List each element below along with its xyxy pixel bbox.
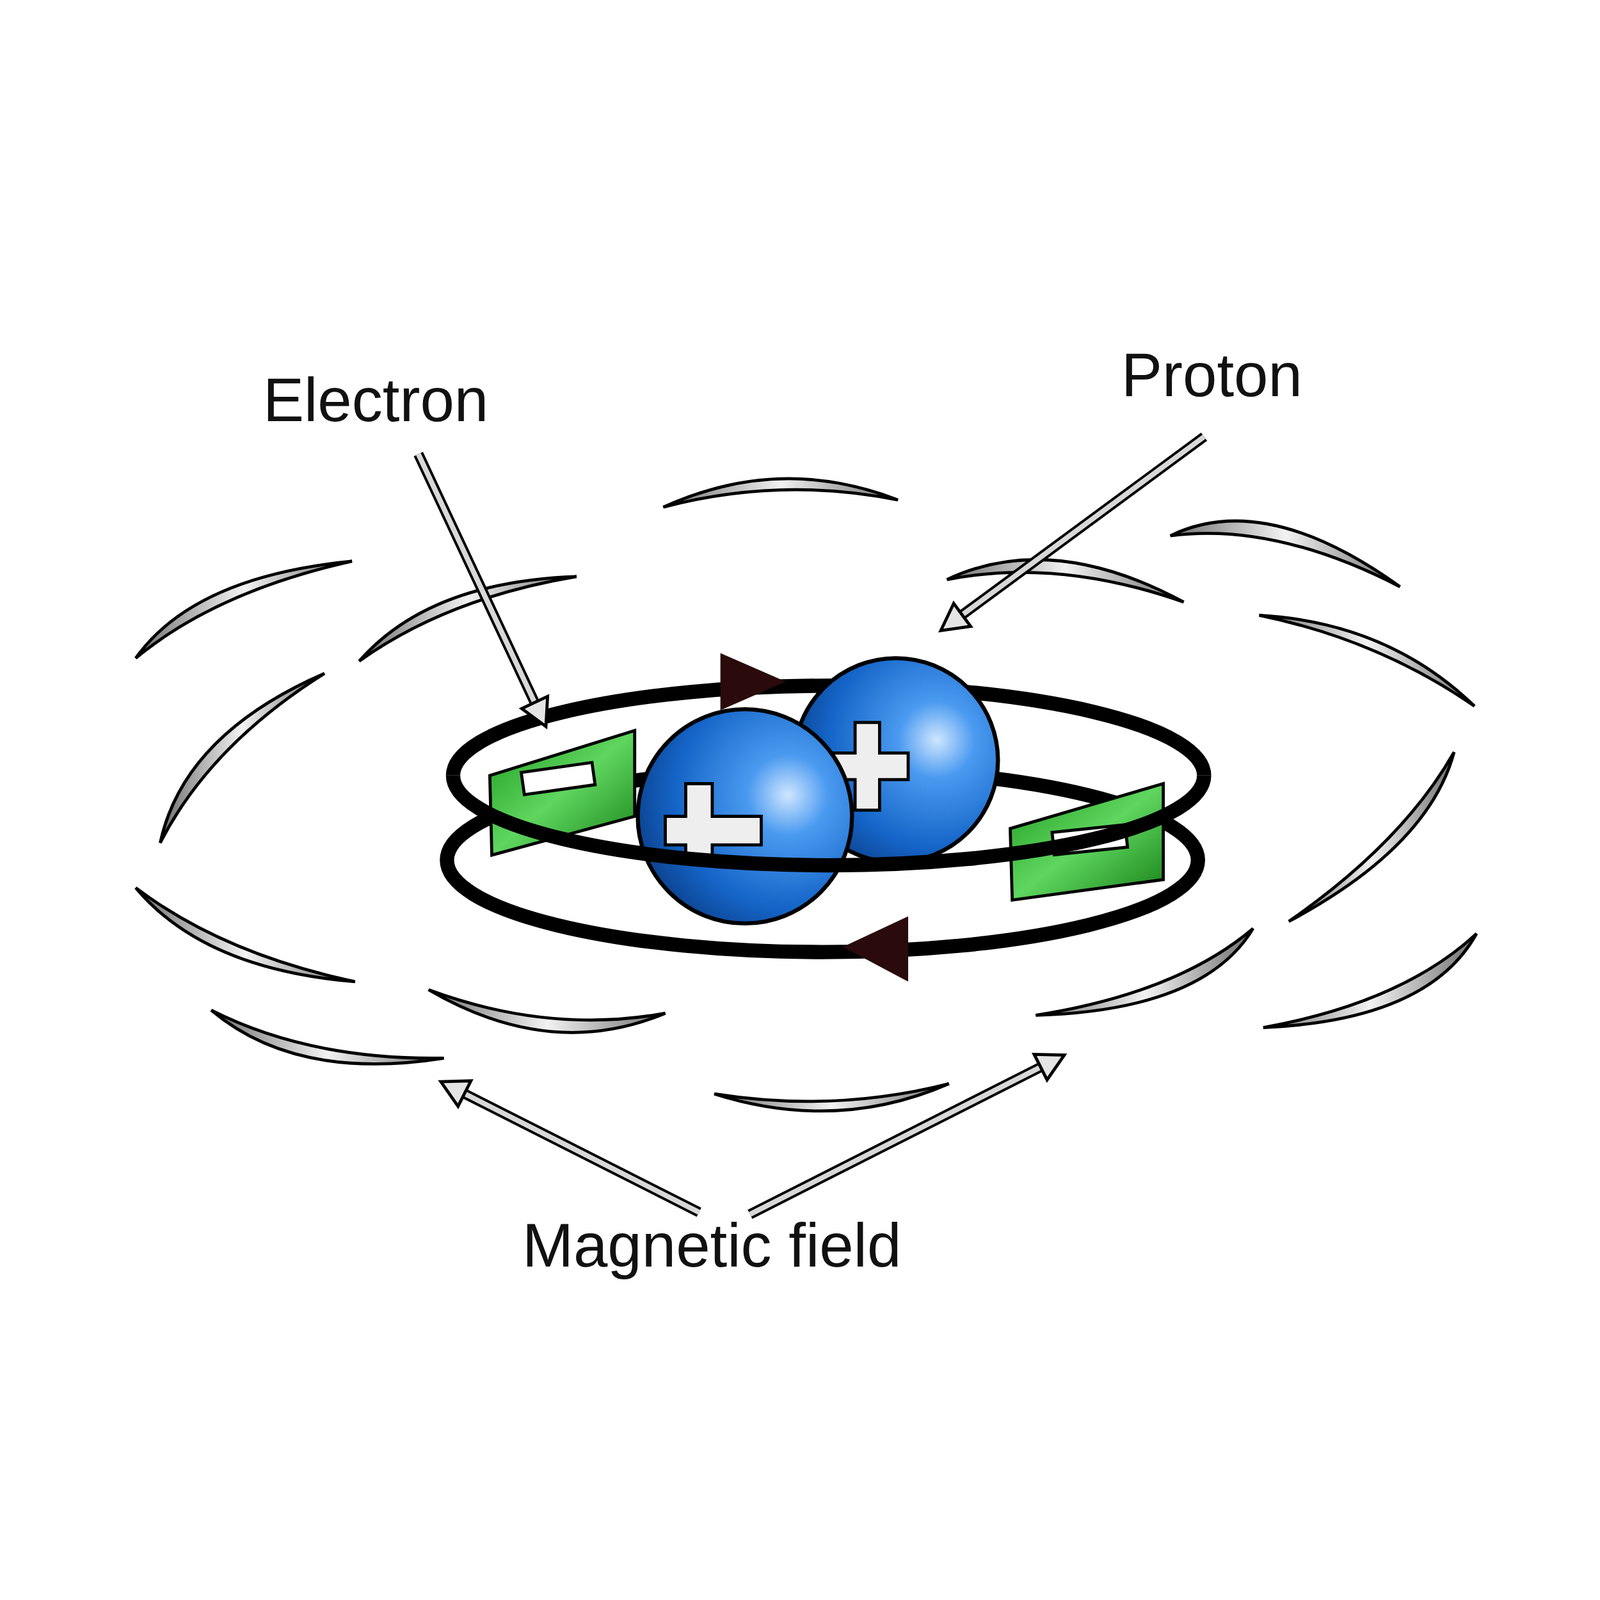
orbit-front	[446, 775, 1204, 953]
leader-arrow	[418, 454, 548, 728]
field-line	[663, 478, 898, 507]
magnetic-field-lines	[135, 478, 1477, 1112]
field-line	[160, 673, 325, 843]
leader-arrow	[750, 1054, 1065, 1215]
field-line	[1258, 615, 1474, 706]
field-line	[714, 1083, 950, 1112]
leader-arrow	[940, 436, 1204, 631]
part-label: Electron	[263, 366, 489, 434]
field-line	[211, 1009, 445, 1064]
field-line	[428, 990, 666, 1033]
orbit-arrowhead	[720, 652, 909, 982]
field-line	[1170, 520, 1401, 587]
field-line	[1035, 928, 1254, 1016]
field-line	[1288, 752, 1455, 922]
field-line	[1263, 933, 1477, 1028]
field-line	[135, 561, 352, 658]
part-label: Proton	[1121, 341, 1303, 409]
leader-arrows	[418, 436, 1205, 1215]
field-line	[135, 887, 356, 982]
part-label: Magnetic field	[522, 1211, 902, 1280]
proton-symbol	[637, 709, 852, 924]
orbit-line	[453, 775, 1204, 866]
field-line	[359, 576, 577, 662]
orbit-line	[446, 860, 1198, 952]
leader-arrow	[440, 1080, 699, 1213]
